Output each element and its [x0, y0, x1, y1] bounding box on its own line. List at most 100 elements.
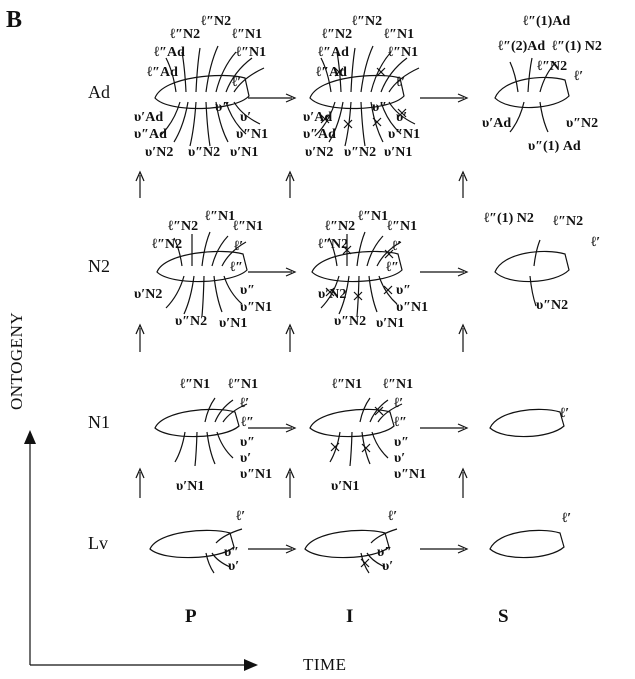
- leg-n2-i-seta: [366, 235, 384, 267]
- leg-ad-i-seta: [328, 101, 344, 143]
- time-arrows: [248, 93, 469, 554]
- seta-label: ℓ″N1: [235, 45, 266, 60]
- seta-label: υ″: [240, 435, 255, 450]
- break-mark: [376, 67, 386, 77]
- leg-n1-s: [489, 408, 565, 438]
- leg-n1-p-seta: [174, 431, 186, 463]
- leg-n2-i-seta: [376, 241, 402, 267]
- leg-n2-p-seta: [223, 275, 243, 305]
- leg-n1-p-seta: [216, 431, 234, 459]
- leg-ad-p-seta: [165, 57, 177, 93]
- row-label-lv: Lv: [88, 533, 108, 553]
- leg-lv-i-seta: [370, 528, 398, 544]
- seta-label: υ″N2: [536, 298, 568, 313]
- leg-ad-i-seta: [380, 57, 408, 93]
- leg-ad-p: [154, 74, 250, 110]
- seta-label: ℓ″N1: [357, 209, 388, 224]
- leg-ad-i-seta: [360, 101, 366, 147]
- seta-label: ℓ′: [573, 69, 583, 84]
- leg-n1-p-seta: [214, 399, 234, 423]
- seta-label: ℓ″Ad: [153, 45, 185, 60]
- seta-label: ℓ″N1: [331, 377, 362, 392]
- leg-ad-i-seta: [380, 101, 402, 135]
- seta-label: ℓ″N2: [169, 27, 200, 42]
- leg-ad-p-seta: [189, 101, 197, 147]
- seta-label: υ″: [372, 100, 387, 115]
- seta-label: υ″: [224, 545, 239, 560]
- seta-label: ℓ″Ad: [315, 65, 347, 80]
- seta-label: υ″N2: [344, 145, 376, 160]
- leg-n1-i-seta: [349, 431, 353, 467]
- seta-label: ℓ″(1) N2: [551, 39, 602, 54]
- leg-ad-i-seta: [350, 47, 356, 93]
- arrowhead: [285, 267, 297, 277]
- seta-label: ℓ″: [229, 260, 243, 275]
- seta-label: υ′N1: [384, 145, 412, 160]
- break-mark: [384, 249, 394, 259]
- leg-ad-i-seta: [360, 45, 374, 93]
- leg-ad-i-seta: [388, 67, 420, 93]
- panel-label: B: [6, 7, 22, 33]
- column-label-p: P: [185, 606, 197, 627]
- seta-label: υ′Ad: [482, 116, 511, 131]
- seta-label: ℓ′: [231, 75, 241, 90]
- leg-ad-p-seta: [159, 101, 181, 137]
- seta-label: υ′: [382, 559, 393, 574]
- seta-label: υ′N1: [230, 145, 258, 160]
- seta-label: ℓ′: [239, 396, 249, 411]
- leg-n2-p-seta: [201, 231, 211, 267]
- leg-lv-p: [149, 529, 235, 559]
- leg-n2-s-seta: [533, 239, 541, 267]
- leg-lv-p-seta: [215, 528, 243, 544]
- seta-label: ℓ′: [395, 75, 405, 90]
- seta-label: υ″: [396, 283, 411, 298]
- leg-ad-p-seta: [233, 101, 261, 125]
- seta-label: ℓ′: [235, 509, 245, 524]
- break-mark: [372, 117, 382, 127]
- seta-label: ℓ′: [391, 239, 401, 254]
- seta-label: υ″N2: [188, 145, 220, 160]
- leg-n2-p-seta: [165, 275, 185, 309]
- leg-n2-i-seta: [356, 231, 366, 267]
- seta-label: ℓ′: [559, 406, 569, 421]
- row-label-n1: N1: [88, 412, 110, 432]
- time-arrowhead: [244, 659, 258, 671]
- seta-label: ℓ″(2)Ad: [497, 39, 545, 54]
- leg-ad-i-seta: [320, 57, 332, 93]
- leg-n2-p-seta: [221, 241, 247, 267]
- seta-label: υ″N1: [388, 127, 420, 142]
- seta-label: ℓ″: [240, 415, 254, 430]
- leg-ad-p-seta: [225, 57, 253, 93]
- leg-ad-s-seta: [527, 57, 533, 93]
- leg-lv-p-seta: [205, 552, 215, 574]
- arrowhead: [457, 544, 469, 554]
- seta-label: υ″N2: [175, 314, 207, 329]
- leg-ad-i-seta: [336, 51, 342, 93]
- leg-n2-p-seta: [213, 275, 223, 313]
- break-mark: [360, 558, 370, 568]
- leg-n2-i-seta: [328, 237, 338, 267]
- seta-label: ℓ″N1: [386, 219, 417, 234]
- arrowhead: [457, 423, 469, 433]
- x-axis-label: TIME: [303, 655, 347, 674]
- seta-label: ℓ′: [387, 509, 397, 524]
- seta-label: υ″N2: [566, 116, 598, 131]
- row-label-n2: N2: [88, 256, 110, 276]
- break-mark: [320, 114, 330, 124]
- seta-label: υ′Ad: [134, 110, 163, 125]
- seta-label: ℓ′: [590, 235, 600, 250]
- y-axis-label: ONTOGENY: [7, 312, 26, 410]
- leg-ad-s-seta: [509, 61, 519, 93]
- leg-ad-p-seta: [181, 51, 187, 93]
- leg-n2-s: [494, 250, 570, 283]
- seta-label: ℓ″Ad: [317, 45, 349, 60]
- seta-label: υ″Ad: [134, 127, 167, 142]
- seta-label: υ″N2: [334, 314, 366, 329]
- leg-ad-p-seta: [215, 51, 237, 93]
- seta-label: ℓ″N2: [317, 237, 348, 252]
- leg-lv-i: [304, 529, 390, 559]
- leg-ad-p-seta: [225, 101, 247, 135]
- seta-label: υ″(1) Ad: [528, 139, 581, 154]
- leg-n1-i-seta: [371, 431, 389, 459]
